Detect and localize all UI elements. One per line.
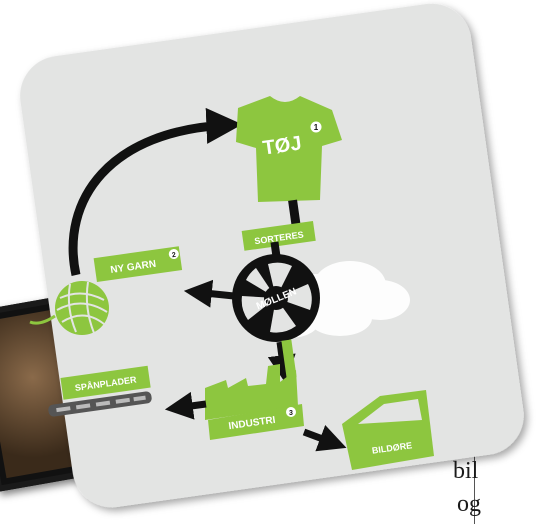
arrow-to-yarn: [195, 292, 234, 296]
yarn-ball-icon: [30, 281, 109, 335]
industri-badge-number: 3: [289, 410, 293, 417]
arrow-to-spanplader: [176, 404, 206, 408]
toj-badge-number: 1: [314, 123, 319, 132]
